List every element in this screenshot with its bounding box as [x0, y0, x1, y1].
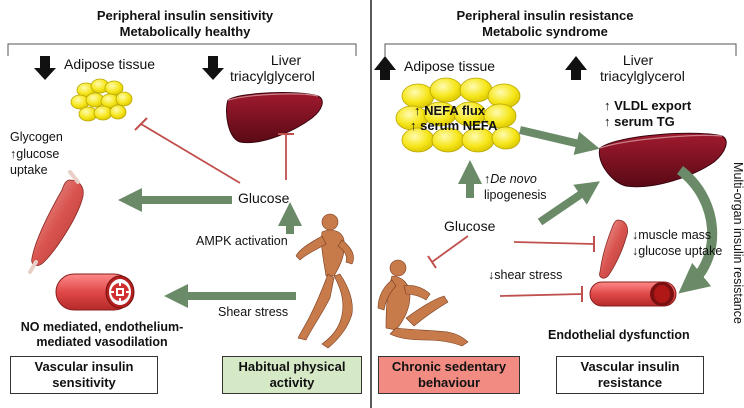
- box-vascular-resistance-line2: resistance: [597, 375, 663, 390]
- left-shear-label: Shear stress: [218, 305, 289, 319]
- down-arrow-icon: [34, 56, 56, 80]
- right-bracket: [384, 43, 737, 56]
- left-title-line2: Metabolically healthy: [119, 24, 251, 39]
- vessel-healthy-icon: [55, 273, 135, 311]
- inhibit-line: [513, 241, 595, 245]
- box-vascular-sensitivity: Vascular insulin sensitivity: [10, 356, 158, 394]
- right-shear-label: ↓shear stress: [488, 268, 563, 282]
- serum-tg-label: ↑ serum TG: [604, 114, 675, 129]
- box-sedentary-line1: Chronic sedentary: [391, 359, 507, 374]
- left-glycogen-label: Glycogen: [10, 130, 63, 144]
- no-line1: NO mediated, endothelium-: [20, 320, 184, 334]
- right-liver-line1: Liver: [622, 52, 654, 68]
- right-glucose-uptake-label: ↓glucose uptake: [632, 244, 723, 258]
- lipogenesis-label: lipogenesis: [484, 188, 547, 202]
- vessel-dysfunction-icon: [589, 281, 677, 307]
- down-arrow-icon: [202, 56, 224, 80]
- adipose-enlarged-icon: [395, 77, 521, 153]
- endothelial-dysfunction-label: Endothelial dysfunction: [548, 328, 690, 342]
- adipose-cluster-icon: [70, 78, 133, 122]
- multi-organ-label: Multi-organ insulin resistance: [731, 162, 744, 324]
- up-arrow-icon: [565, 56, 587, 80]
- right-glucose-label: Glucose: [444, 218, 496, 234]
- box-activity-line2: activity: [269, 375, 315, 390]
- de-novo-text: De novo: [490, 172, 537, 186]
- de-novo-label: ↑De novo: [484, 172, 537, 187]
- inhibit-line: [499, 293, 583, 297]
- left-title: Peripheral insulin sensitivity Metabolic…: [40, 8, 330, 40]
- box-sedentary-line2: behaviour: [417, 375, 481, 390]
- left-adipose-label: Adipose tissue: [64, 56, 156, 72]
- multi-organ-arrow: [676, 166, 718, 294]
- de-novo-arrow: ↑: [484, 172, 491, 186]
- box-vascular-resistance: Vascular insulin resistance: [556, 356, 704, 394]
- box-vascular-sensitivity-line2: sensitivity: [52, 375, 116, 390]
- serum-nefa-label: ↑ serum NEFA: [410, 118, 498, 133]
- box-vascular-sensitivity-line1: Vascular insulin: [34, 359, 134, 374]
- running-man-icon: [295, 213, 354, 349]
- muscle-small-icon: [599, 219, 628, 279]
- left-liver-tg-label: triacylglycerol: [230, 68, 315, 84]
- right-title: Peripheral insulin resistance Metabolic …: [400, 8, 690, 40]
- right-adipose-label: Adipose tissue: [404, 58, 496, 74]
- up-arrow-icon: [374, 56, 396, 80]
- inhibit-line: [140, 123, 241, 184]
- left-glucose-uptake-label: ↑glucose: [10, 147, 60, 161]
- muscle-icon: [31, 179, 84, 266]
- box-sedentary: Chronic sedentary behaviour: [378, 356, 520, 394]
- right-title-line1: Peripheral insulin resistance: [456, 8, 634, 23]
- left-liver-label: Liver: [256, 52, 316, 68]
- glucose-to-liver-arrow: [537, 181, 600, 226]
- right-liver-label: Liver: [608, 52, 668, 68]
- box-physical-activity: Habitual physical activity: [222, 356, 362, 394]
- no-vasodilation-label: NO mediated, endothelium- mediated vasod…: [2, 320, 202, 350]
- right-liver-tg-label: triacylglycerol: [600, 68, 685, 84]
- inhibit-line: [431, 235, 469, 263]
- muscle-mass-label: ↓muscle mass: [632, 228, 712, 242]
- left-liver-line1: Liver: [270, 52, 302, 68]
- box-vascular-resistance-line1: Vascular insulin: [580, 359, 680, 374]
- ampk-label: AMPK activation: [196, 234, 288, 248]
- sitting-man-icon: [377, 259, 469, 347]
- left-glucose-label: Glucose: [238, 190, 290, 206]
- right-title-line2: Metabolic syndrome: [482, 24, 608, 39]
- left-uptake-label: uptake: [10, 163, 48, 177]
- left-bracket: [7, 43, 357, 56]
- nefa-flux-label: ↑ NEFA flux: [414, 103, 486, 118]
- no-line2: mediated vasodilation: [36, 335, 168, 349]
- liver-icon: [598, 132, 727, 188]
- box-activity-line1: Habitual physical: [238, 359, 346, 374]
- liver-icon: [226, 92, 323, 144]
- left-title-line1: Peripheral insulin sensitivity: [96, 8, 274, 23]
- nefa-to-liver-arrow: [519, 126, 600, 155]
- vldl-export-label: ↑ VLDL export: [604, 98, 692, 113]
